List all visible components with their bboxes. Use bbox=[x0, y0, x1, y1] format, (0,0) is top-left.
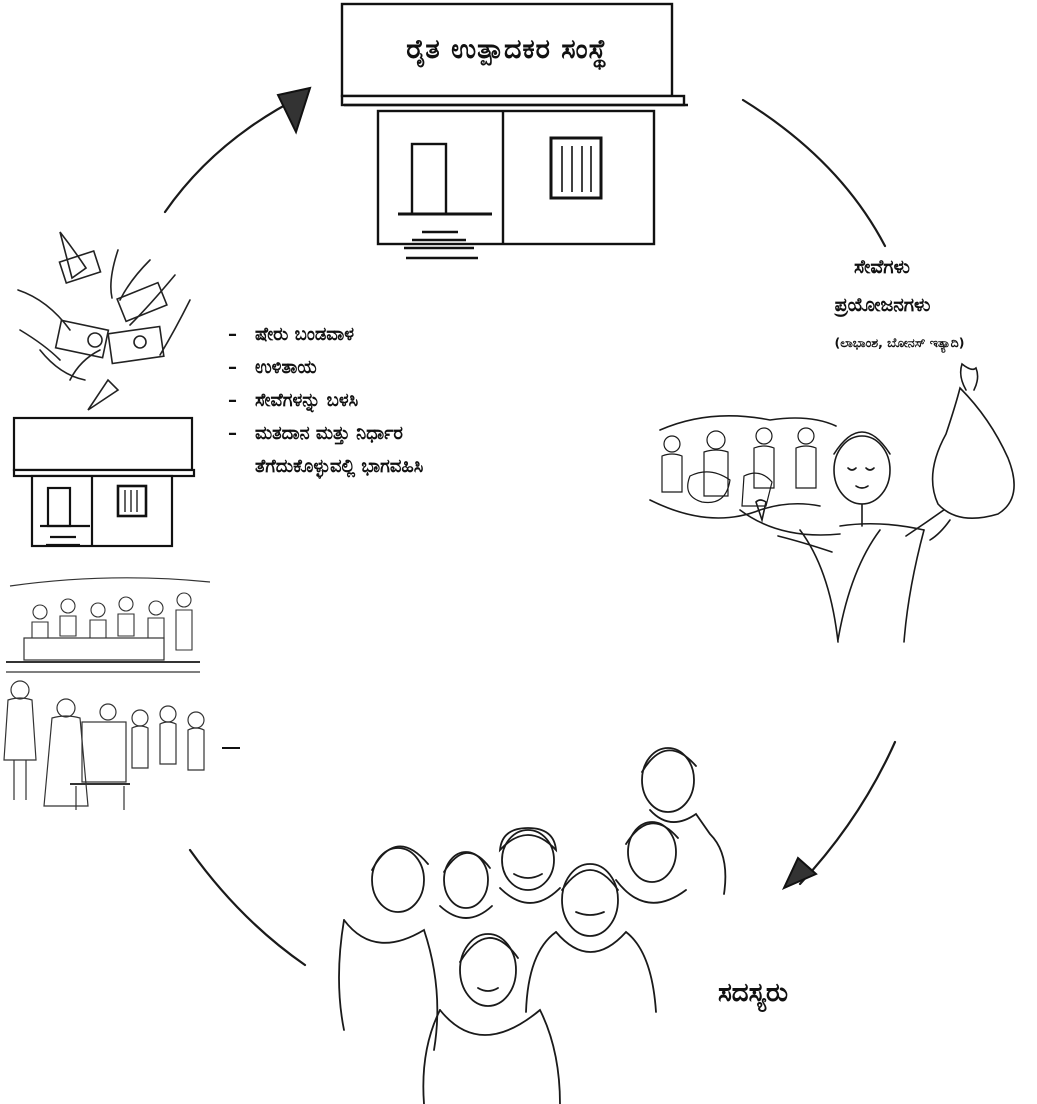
fpo-building bbox=[340, 2, 688, 260]
voting-meeting-sketch bbox=[3, 577, 240, 810]
list-dash: – bbox=[228, 423, 237, 444]
member-role-item: –ಷೇರು ಬಂಡವಾಳ bbox=[228, 318, 423, 351]
role-use-services: ಸೇವೆಗಳನ್ನು ಬಳಸಿ bbox=[255, 390, 359, 411]
arc-left-bottom bbox=[188, 848, 307, 967]
member-role-item: –ಸೇವೆಗಳನ್ನು ಬಳಸಿ bbox=[228, 384, 423, 417]
list-dash: – bbox=[228, 390, 237, 411]
arc-right-bottom bbox=[798, 740, 897, 886]
woman-with-benefits-sketch bbox=[649, 362, 1015, 643]
arrowhead-top-left bbox=[276, 86, 312, 135]
fpo-title: ರೈತ ಉತ್ಪಾದಕರ ಸಂಸ್ಥೆ bbox=[406, 34, 608, 65]
members-group-sketch bbox=[338, 747, 727, 1104]
list-dash: – bbox=[228, 357, 237, 378]
list-dash: – bbox=[228, 324, 237, 345]
services-label: ಸೇವೆಗಳು bbox=[854, 256, 910, 278]
members-label: ಸದಸ್ಯರು bbox=[718, 978, 789, 1008]
hands-exchanging-money-sketch bbox=[17, 231, 191, 411]
benefits-note: (ಲಾಭಾಂಶ, ಬೋನಸ್ ಇತ್ಯಾದಿ) bbox=[834, 335, 965, 350]
role-voting: ಮತದಾನ ಮತ್ತು ನಿರ್ಧಾರ bbox=[255, 423, 403, 444]
arc-left-top bbox=[163, 94, 304, 214]
role-share-capital: ಷೇರು ಬಂಡವಾಳ bbox=[255, 324, 354, 345]
member-role-item: –ಉಳಿತಾಯ bbox=[228, 351, 423, 384]
member-roles-list: –ಷೇರು ಬಂಡವಾಳ –ಉಳಿತಾಯ –ಸೇವೆಗಳನ್ನು ಬಳಸಿ –ಮ… bbox=[228, 318, 423, 483]
member-role-continuation: ತೆಗೆದುಕೊಳ್ಳುವಲ್ಲಿ ಭಾಗವಹಿಸಿ bbox=[255, 456, 424, 477]
arrowhead-bottom-right bbox=[781, 856, 818, 890]
arc-right-top bbox=[741, 98, 887, 248]
benefits-label: ಪ್ರಯೋಜನಗಳು bbox=[834, 294, 931, 316]
member-role-item: –ಮತದಾನ ಮತ್ತು ನಿರ್ಧಾರ bbox=[228, 417, 423, 450]
role-savings: ಉಳಿತಾಯ bbox=[255, 357, 317, 378]
small-house bbox=[12, 416, 196, 548]
